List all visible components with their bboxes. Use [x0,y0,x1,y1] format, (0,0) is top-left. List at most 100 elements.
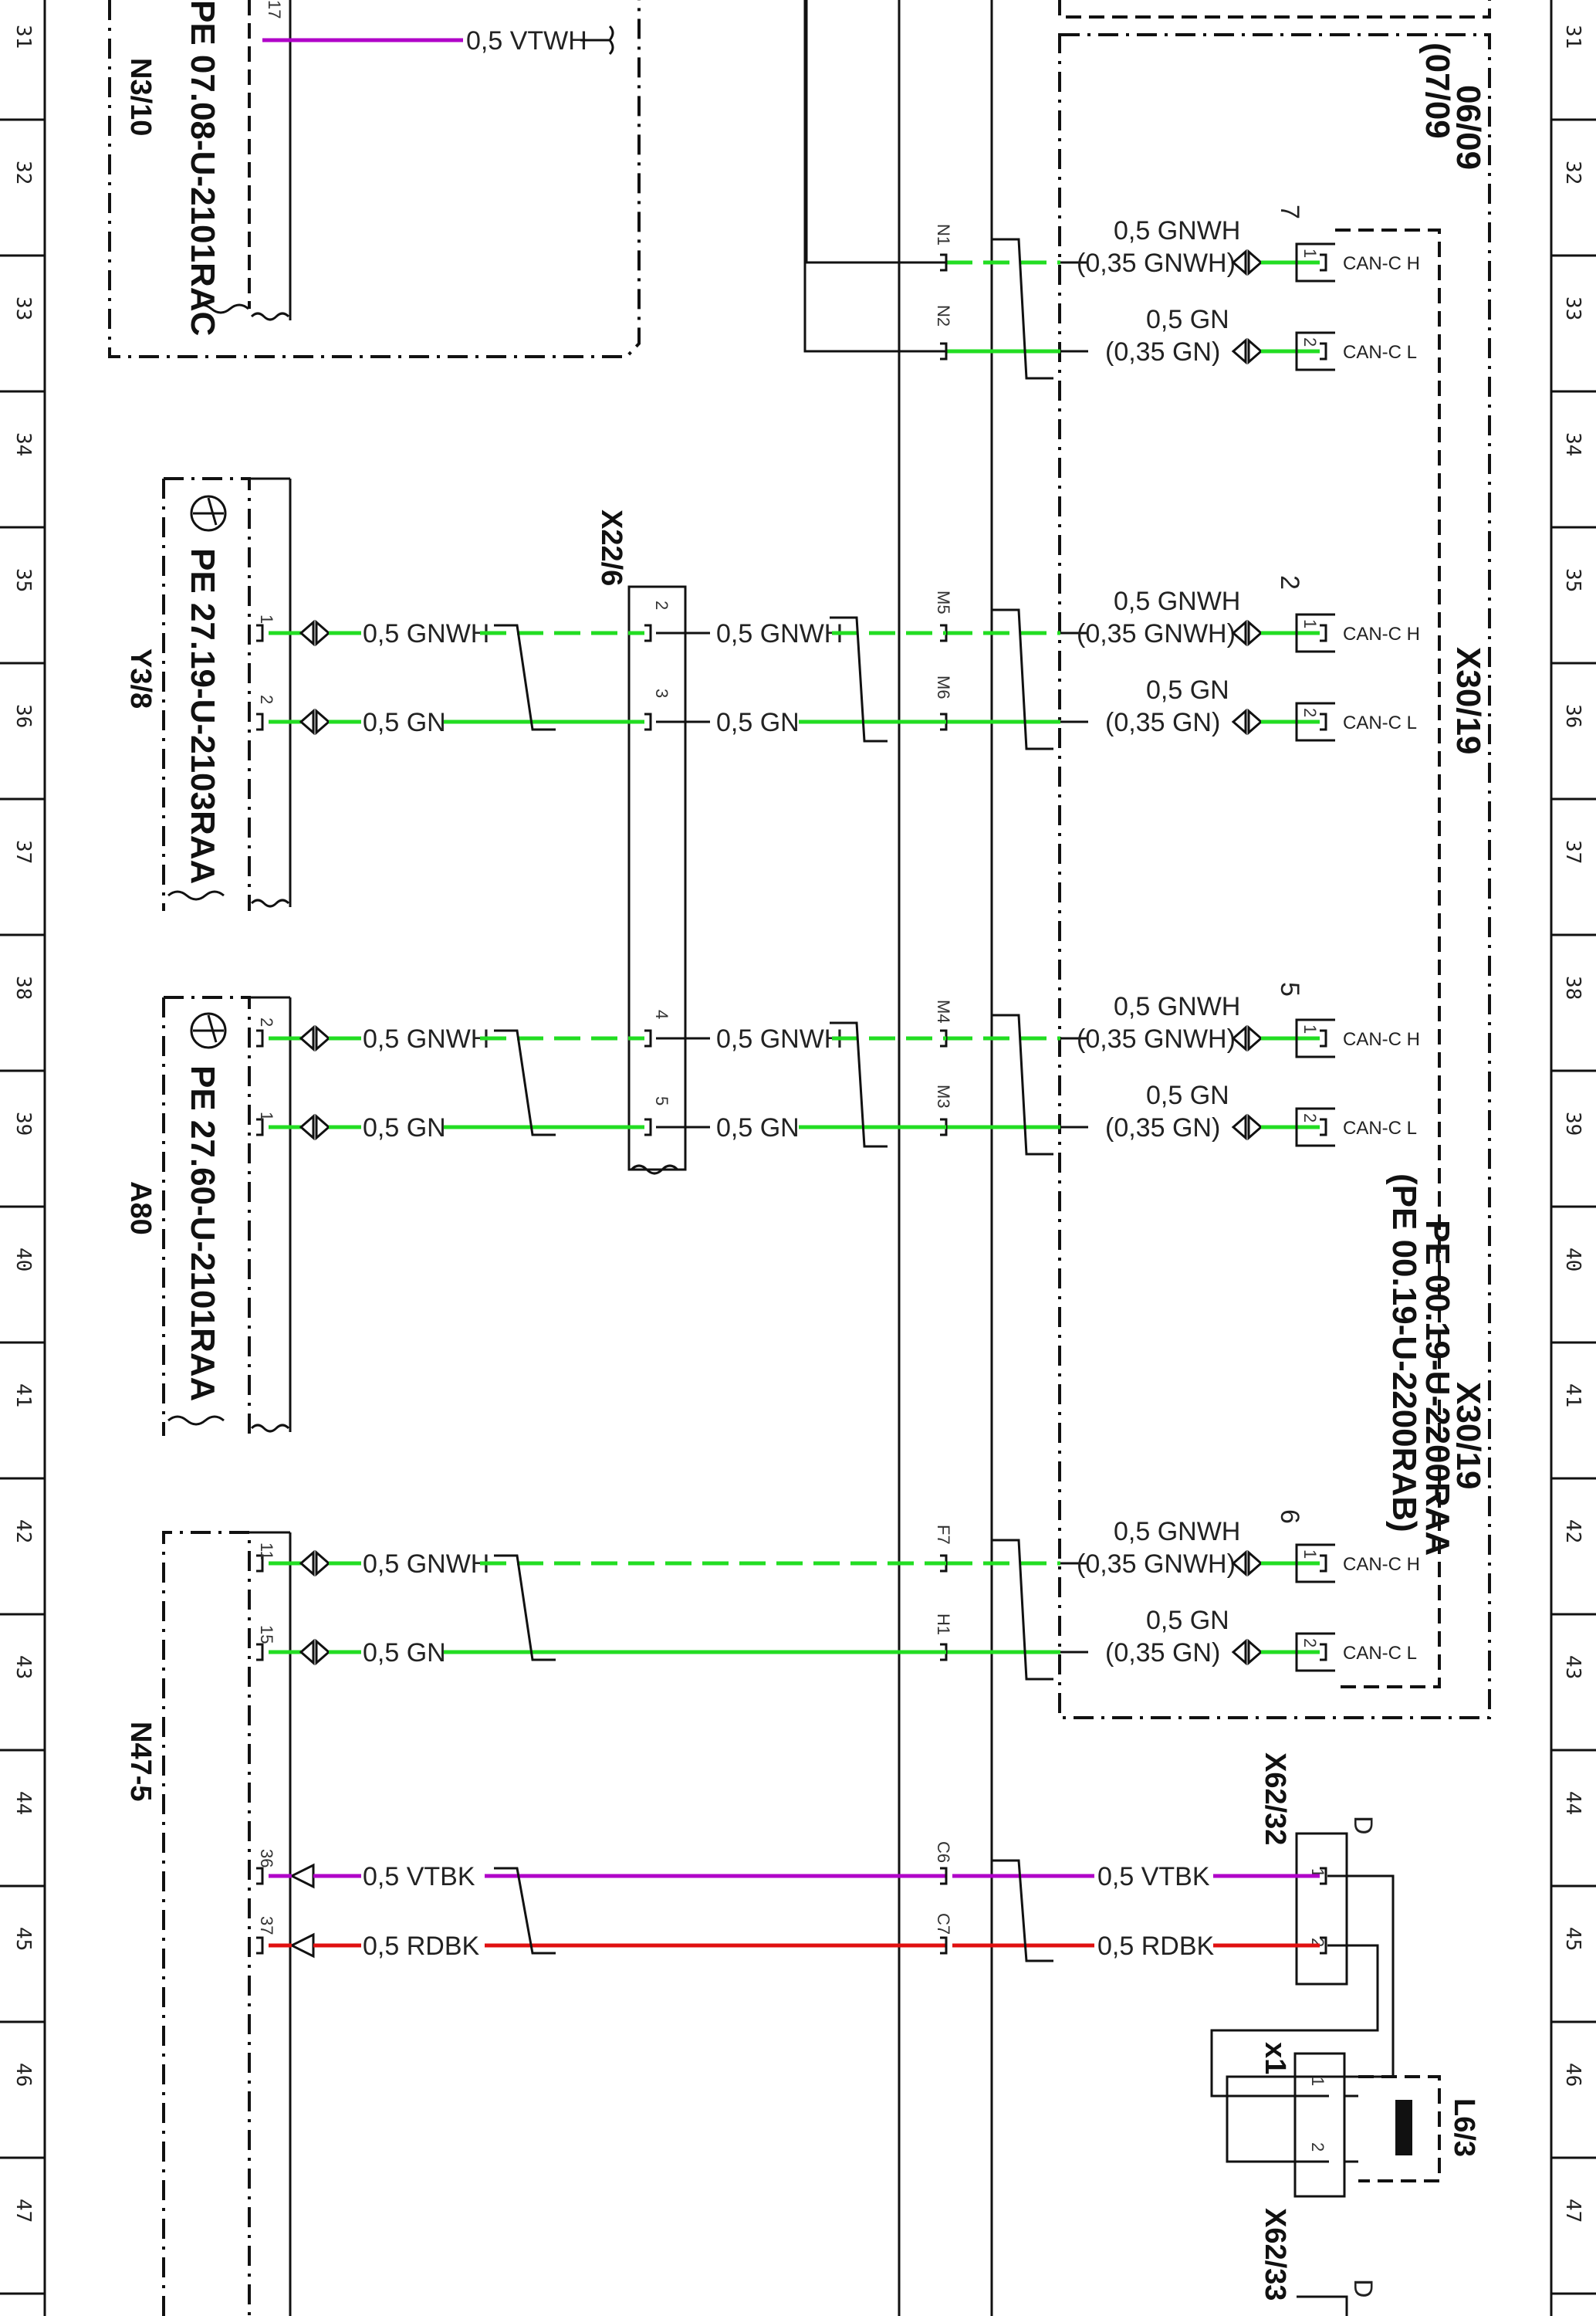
component-x62-33: X62/33 D [1259,2208,1378,2316]
svg-text:0,5 GNWH: 0,5 GNWH [363,1024,489,1054]
component-x1: x1 1 2 [1259,2042,1346,2198]
x22-6-pin-4: 4 [652,1010,671,1019]
a80-ref: PE 27.60-U-2101RAA [184,1065,221,1401]
ruler-number-left: 42 [12,1519,35,1543]
y3-8-ref: PE 27.19-U-2103RAA [184,548,221,884]
ruler-number-left: 32 [12,161,35,185]
svg-text:CAN-C L: CAN-C L [1343,713,1417,733]
inductive-sensor-icon [1395,2100,1412,2155]
splice-pin-f7: F7 [934,1525,953,1545]
ruler-number-left: 45 [12,1927,35,1951]
svg-text:(0,35 GN): (0,35 GN) [1105,1113,1220,1143]
ruler-number-right: 38 [1561,976,1584,1000]
svg-text:0,5 GN: 0,5 GN [1146,1081,1229,1110]
ruler-number-right: 39 [1561,1112,1584,1136]
wire-n2-feed [803,0,946,353]
ruler-number-left: 34 [12,432,35,456]
ruler-number-right: 34 [1561,432,1584,456]
svg-text:(0,35 GN): (0,35 GN) [1105,708,1220,737]
ruler-number-left: 37 [12,840,35,864]
x22-6-pin-2: 2 [652,601,671,610]
svg-text:2: 2 [1300,1638,1320,1647]
n3-10-ref: PE 07.08-U-2101RAC [184,0,221,336]
x30-group-5: 5 [1275,982,1304,997]
svg-text:0,5 RDBK: 0,5 RDBK [1097,1932,1214,1961]
svg-text:(0,35 GN): (0,35 GN) [1105,337,1220,367]
svg-text:(0,35 GNWH): (0,35 GNWH) [1077,1549,1236,1579]
svg-text:CAN-C L: CAN-C L [1343,342,1417,363]
svg-text:(0,35 GN): (0,35 GN) [1105,1638,1220,1668]
x1-pin-1: 1 [1308,2077,1327,2086]
n47-5-id: N47-5 [124,1722,157,1802]
wire-x62-pin1-loop [1226,1874,1395,2163]
ruler-number-left: 36 [12,704,35,728]
x62-33-letter: D [1348,2279,1378,2298]
svg-text:0,5 GN: 0,5 GN [1146,676,1229,705]
x30-19-ref-1: PE 00.19-U-2200RAA [1418,1220,1456,1556]
n47-5-pin-37: 37 [257,1916,276,1935]
x22-6-id: X22/6 [595,510,627,586]
ruler-number-right: 33 [1561,296,1584,320]
splice-pin-m3: M3 [934,1085,953,1109]
svg-text:0,5 GN: 0,5 GN [1146,1606,1229,1635]
ruler-number-left: 43 [12,1655,35,1679]
svg-text:2: 2 [1300,708,1320,717]
ruler-number-right: 46 [1561,2063,1584,2087]
svg-text:0,5 GNWH: 0,5 GNWH [716,1024,843,1054]
ruler-number-left: 46 [12,2063,35,2087]
ruler-number-right: 43 [1561,1655,1584,1679]
svg-text:1: 1 [1300,619,1320,628]
component-x30-19: 06/09 (07/09 X30/19 X30/19 PE 00.19-U-22… [1058,33,1491,1719]
a80-pin-1: 1 [257,1112,276,1121]
svg-text:0,5 GNWH: 0,5 GNWH [1114,587,1240,616]
svg-text:0,5 GNWH: 0,5 GNWH [1114,992,1240,1021]
svg-text:CAN-C H: CAN-C H [1343,1029,1420,1050]
ruler-number-left: 31 [12,25,35,49]
component-x22-6: X22/6 [595,510,687,1175]
splice-pin-m4: M4 [934,1000,953,1024]
ruler-number-left: 35 [12,568,35,592]
ruler-number-left: 33 [12,296,35,320]
svg-text:CAN-C H: CAN-C H [1343,624,1420,645]
y3-8-id: Y3/8 [124,648,157,709]
x30-19-id-bottom: X30/19 [1449,1382,1487,1489]
ruler-number-right: 45 [1561,1927,1584,1951]
x62-32-id: X62/32 [1259,1752,1291,1845]
splice-pin-c6: C6 [934,1841,953,1863]
svg-text:2: 2 [1300,337,1320,347]
svg-text:0,5 GNWH: 0,5 GNWH [1114,216,1240,245]
x1-pin-2: 2 [1308,2142,1327,2152]
svg-text:1: 1 [1300,249,1320,258]
ruler-number-right: 36 [1561,704,1584,728]
ruler-number-right: 40 [1561,1248,1584,1271]
sensor-icon [190,1012,227,1049]
ruler-number-right: 37 [1561,840,1584,864]
component-y3-8: PE 27.19-U-2103RAA Y3/8 [124,477,292,911]
x30-19-date-1: 06/09 [1449,85,1487,170]
a80-pin-2: 2 [257,1017,276,1027]
upper-module-frame [1058,0,1491,19]
y3-8-pin-2: 2 [257,695,276,704]
ruler-number-right: 31 [1561,25,1584,49]
x30-group-7: 7 [1275,205,1304,219]
svg-text:0,5 VTBK: 0,5 VTBK [1097,1862,1210,1891]
svg-text:0,5 GN: 0,5 GN [716,708,800,737]
n3-10-pin: 17 [265,0,284,19]
l6-3-id: L6/3 [1448,2098,1480,2157]
svg-text:1: 1 [1300,1549,1320,1559]
n3-10-wire-label: 0,5 VTWH [466,26,587,56]
a80-id: A80 [124,1181,157,1235]
svg-text:(0,35 GNWH): (0,35 GNWH) [1077,619,1236,648]
component-n3-10: PE 07.08-U-2101RAC N3/10 17 0,5 VTWH [108,0,641,358]
svg-text:0,5 GN: 0,5 GN [716,1113,800,1143]
svg-text:CAN-C L: CAN-C L [1343,1118,1417,1139]
ruler-number-right: 32 [1561,161,1584,185]
n47-5-pin-15: 15 [257,1625,276,1644]
component-l6-3: L6/3 [1358,2075,1480,2182]
splice-pin-c7: C7 [934,1913,953,1935]
ruler-number-left: 44 [12,1791,35,1815]
